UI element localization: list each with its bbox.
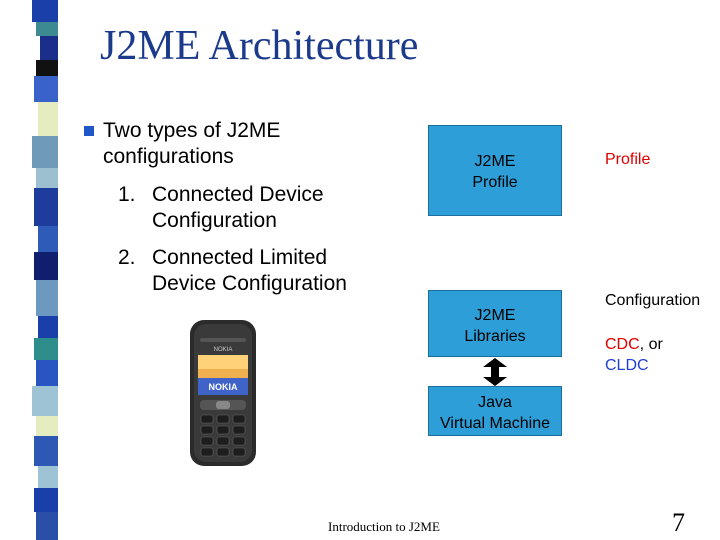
bullet-text: Two types of J2ME configurations — [103, 118, 280, 170]
j2me-libraries-box: J2ME Libraries — [428, 290, 562, 357]
phone-screen-brand: NOKIA — [209, 382, 239, 392]
slide-title: J2ME Architecture — [100, 23, 419, 69]
java-virtual-machine-box: Java Virtual Machine — [428, 386, 562, 436]
cdc-suffix: , or — [639, 336, 663, 353]
page-number: 7 — [672, 508, 685, 537]
item-2-number: 2. — [118, 246, 136, 269]
cldc-word: CLDC — [605, 357, 649, 374]
cdc-cldc-label: CDC, or CLDC — [605, 334, 663, 376]
decorative-stripe — [0, 0, 62, 540]
j2me-profile-box: J2ME Profile — [428, 125, 562, 216]
double-arrow-icon — [483, 358, 507, 386]
bullet-marker — [84, 126, 94, 136]
cdc-word: CDC — [605, 336, 640, 353]
phone-brand-small: NOKIA — [214, 347, 233, 353]
nokia-phone-image: NOKIA NOKIA — [190, 320, 256, 466]
footer-text: Introduction to J2ME — [328, 519, 440, 534]
profile-label: Profile — [605, 151, 651, 168]
bullet-text-content: Two types of J2ME configurations — [103, 119, 281, 168]
item-1-text: Connected Device Configuration — [152, 183, 324, 232]
item-2-text: Connected Limited Device Configuration — [152, 246, 347, 295]
item-1-number: 1. — [118, 183, 136, 206]
configuration-label: Configuration — [605, 292, 701, 309]
